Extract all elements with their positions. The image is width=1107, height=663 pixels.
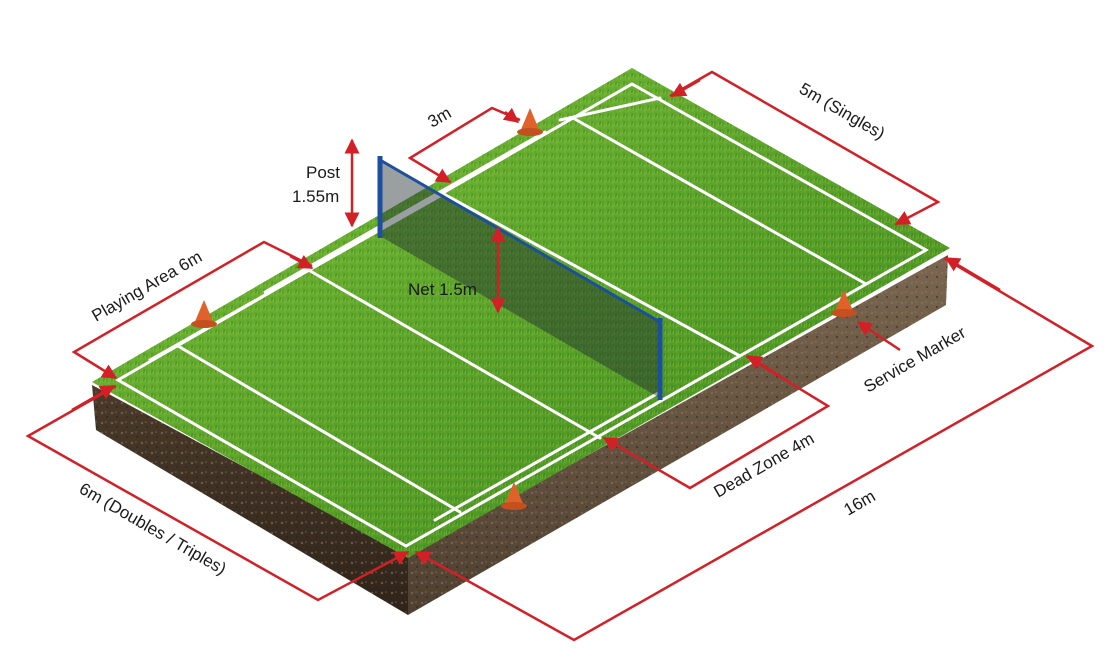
label-5m-singles: 5m (Singles)	[796, 79, 888, 143]
cone-icon	[191, 300, 217, 328]
cone-icon	[831, 290, 857, 317]
dead-zone-line-right	[438, 190, 742, 358]
label-post-height: 1.55m	[292, 187, 339, 206]
left-service-line	[176, 344, 462, 514]
label-16m: 16m	[841, 486, 879, 519]
soil-block	[92, 255, 948, 615]
label-3m: 3m	[425, 103, 455, 131]
right-service-line	[571, 116, 868, 286]
dead-zone-line-left	[303, 266, 602, 440]
top-marker-line	[558, 96, 662, 122]
half-line-left	[148, 194, 442, 362]
label-net: Net 1.5m	[408, 280, 477, 299]
long-side-line	[433, 390, 662, 522]
cones	[191, 108, 857, 510]
cone-icon	[501, 482, 527, 510]
dimension-lines	[25, 70, 1095, 642]
label-post: Post	[306, 163, 340, 182]
grass-surface	[92, 68, 950, 558]
cone-icon	[517, 108, 543, 136]
court-outline	[114, 82, 930, 548]
net	[377, 156, 663, 400]
